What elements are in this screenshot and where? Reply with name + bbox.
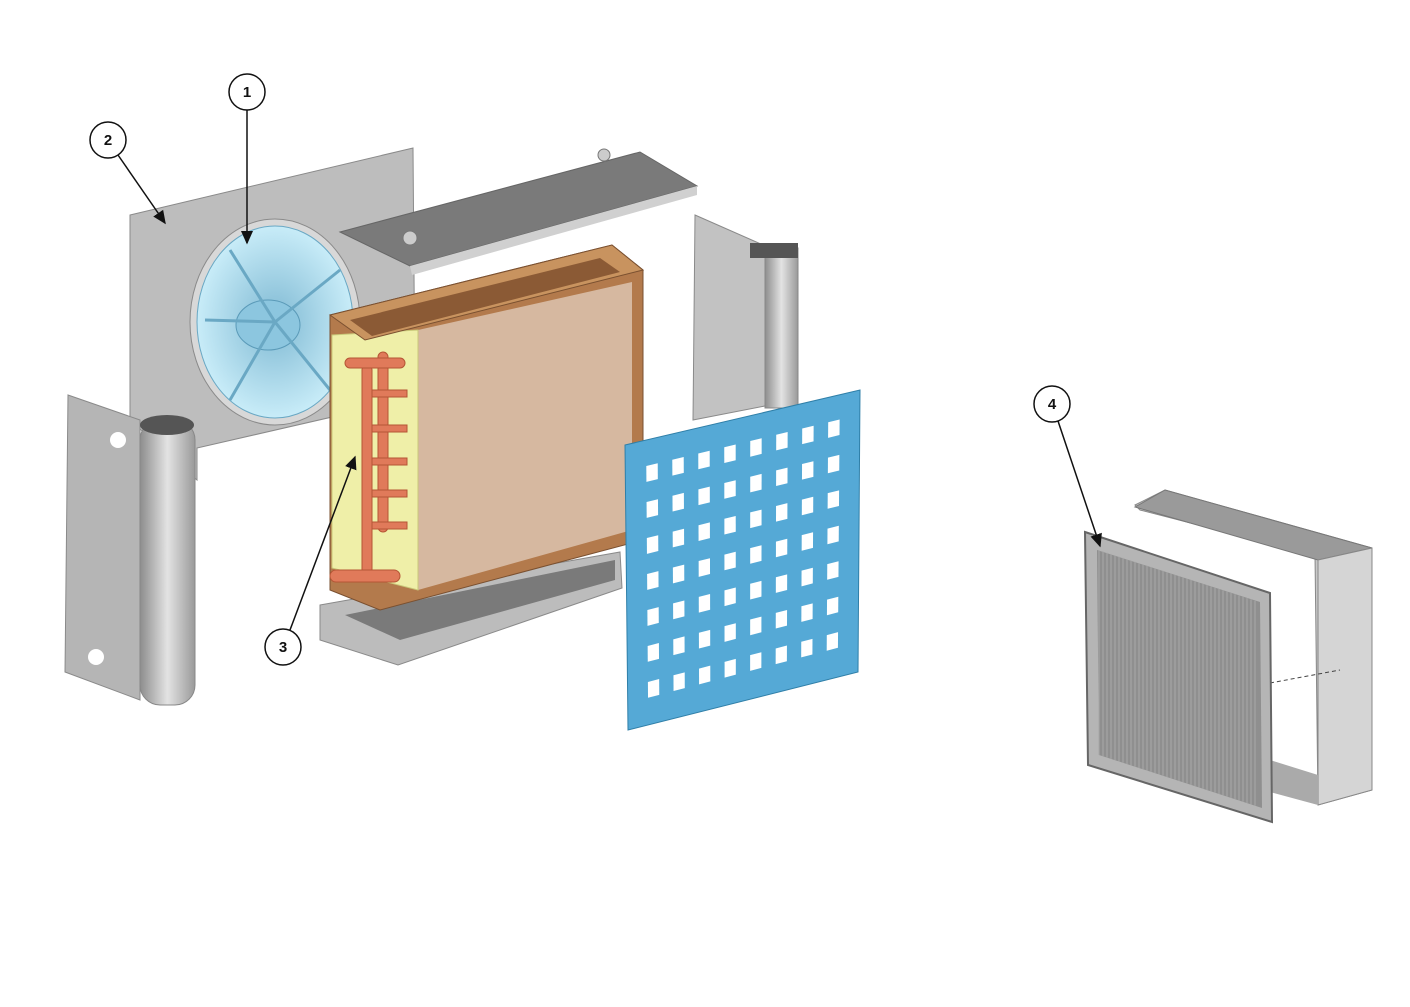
- grille-opening: [801, 496, 814, 516]
- grille-opening: [750, 616, 762, 636]
- grille-opening: [827, 525, 839, 545]
- grille-opening: [776, 431, 788, 451]
- filter-housing: [1133, 489, 1373, 806]
- grille-opening: [647, 571, 659, 590]
- grille-opening: [801, 567, 813, 587]
- grille-opening: [646, 499, 659, 518]
- grille-opening: [647, 643, 660, 662]
- grille-opening: [750, 545, 762, 564]
- grille-opening: [699, 665, 711, 685]
- grille-opening: [775, 574, 788, 593]
- callout-label: 4: [1048, 396, 1057, 413]
- grille-opening: [646, 463, 658, 482]
- air-filter: [1083, 530, 1274, 824]
- grille-opening: [724, 515, 736, 535]
- grille-opening: [698, 486, 710, 506]
- callout-label: 1: [243, 84, 251, 101]
- callout-label: 3: [279, 639, 287, 656]
- grille-opening: [672, 457, 684, 476]
- louvre-grille: [624, 389, 861, 731]
- grille-opening: [750, 473, 762, 493]
- grille-opening: [775, 645, 787, 665]
- grille-opening: [827, 454, 840, 474]
- grille-opening: [724, 587, 736, 607]
- grille-opening: [724, 444, 736, 463]
- grille-opening: [724, 658, 736, 678]
- callout-3: 3: [264, 455, 357, 666]
- grille-opening: [802, 425, 814, 445]
- grille-opening: [775, 609, 788, 629]
- grille-opening: [672, 492, 684, 512]
- right-side-panel: [692, 214, 799, 421]
- grille-opening: [775, 538, 788, 558]
- grille-opening: [826, 596, 839, 616]
- grille-opening: [647, 607, 659, 626]
- callout-1: 1: [228, 73, 266, 245]
- grille-opening: [673, 600, 685, 620]
- grille-opening: [750, 652, 762, 671]
- grille-opening: [673, 672, 685, 692]
- callout-4: 4: [1033, 385, 1102, 548]
- grille-opening: [801, 603, 813, 622]
- grille-opening: [827, 490, 840, 509]
- grille-opening: [827, 561, 839, 580]
- grille-opening: [801, 638, 813, 658]
- grille-opening: [698, 594, 711, 613]
- grille-opening: [750, 580, 762, 600]
- grille-opening: [724, 480, 736, 499]
- grille-opening: [647, 679, 660, 698]
- top-panel: [338, 148, 699, 275]
- grille-opening: [801, 461, 814, 480]
- grille-opening: [698, 450, 710, 470]
- grille-opening: [750, 438, 762, 457]
- grille-opening: [724, 551, 736, 571]
- grille-opening: [828, 419, 840, 438]
- left-side-panel: [64, 394, 196, 706]
- grille-opening: [698, 522, 710, 541]
- grille-opening: [776, 503, 788, 522]
- grille-opening: [776, 467, 788, 487]
- grille-opening: [750, 509, 762, 529]
- fan: [189, 218, 361, 426]
- grille-opening: [672, 564, 685, 584]
- grille-opening: [673, 636, 685, 656]
- grille-opening: [724, 623, 736, 642]
- grille-opening: [698, 629, 711, 649]
- grille-opening: [801, 532, 814, 551]
- callout-2: 2: [89, 121, 166, 225]
- grille-opening: [672, 528, 685, 548]
- bottom-tray: [319, 551, 623, 666]
- copper-pipes: [329, 351, 408, 583]
- grille-opening: [826, 632, 839, 651]
- callout-label: 2: [104, 132, 112, 149]
- grille-opening: [698, 558, 711, 577]
- grille-opening: [646, 535, 659, 554]
